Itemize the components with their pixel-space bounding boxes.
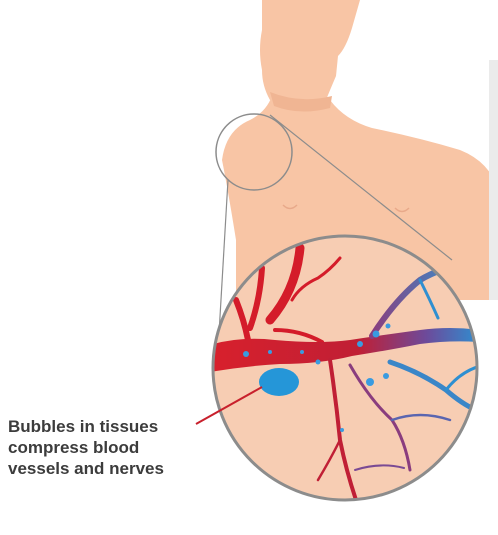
gas-bubble — [259, 368, 299, 396]
callout-line-2: compress blood — [8, 437, 208, 458]
right-edge-bar — [489, 60, 498, 300]
callout-line-3: vessels and nerves — [8, 458, 208, 479]
callout-label: Bubbles in tissues compress blood vessel… — [8, 416, 208, 479]
magnifier-lens — [210, 236, 480, 500]
callout-line-1: Bubbles in tissues — [8, 416, 208, 437]
head — [260, 0, 360, 100]
